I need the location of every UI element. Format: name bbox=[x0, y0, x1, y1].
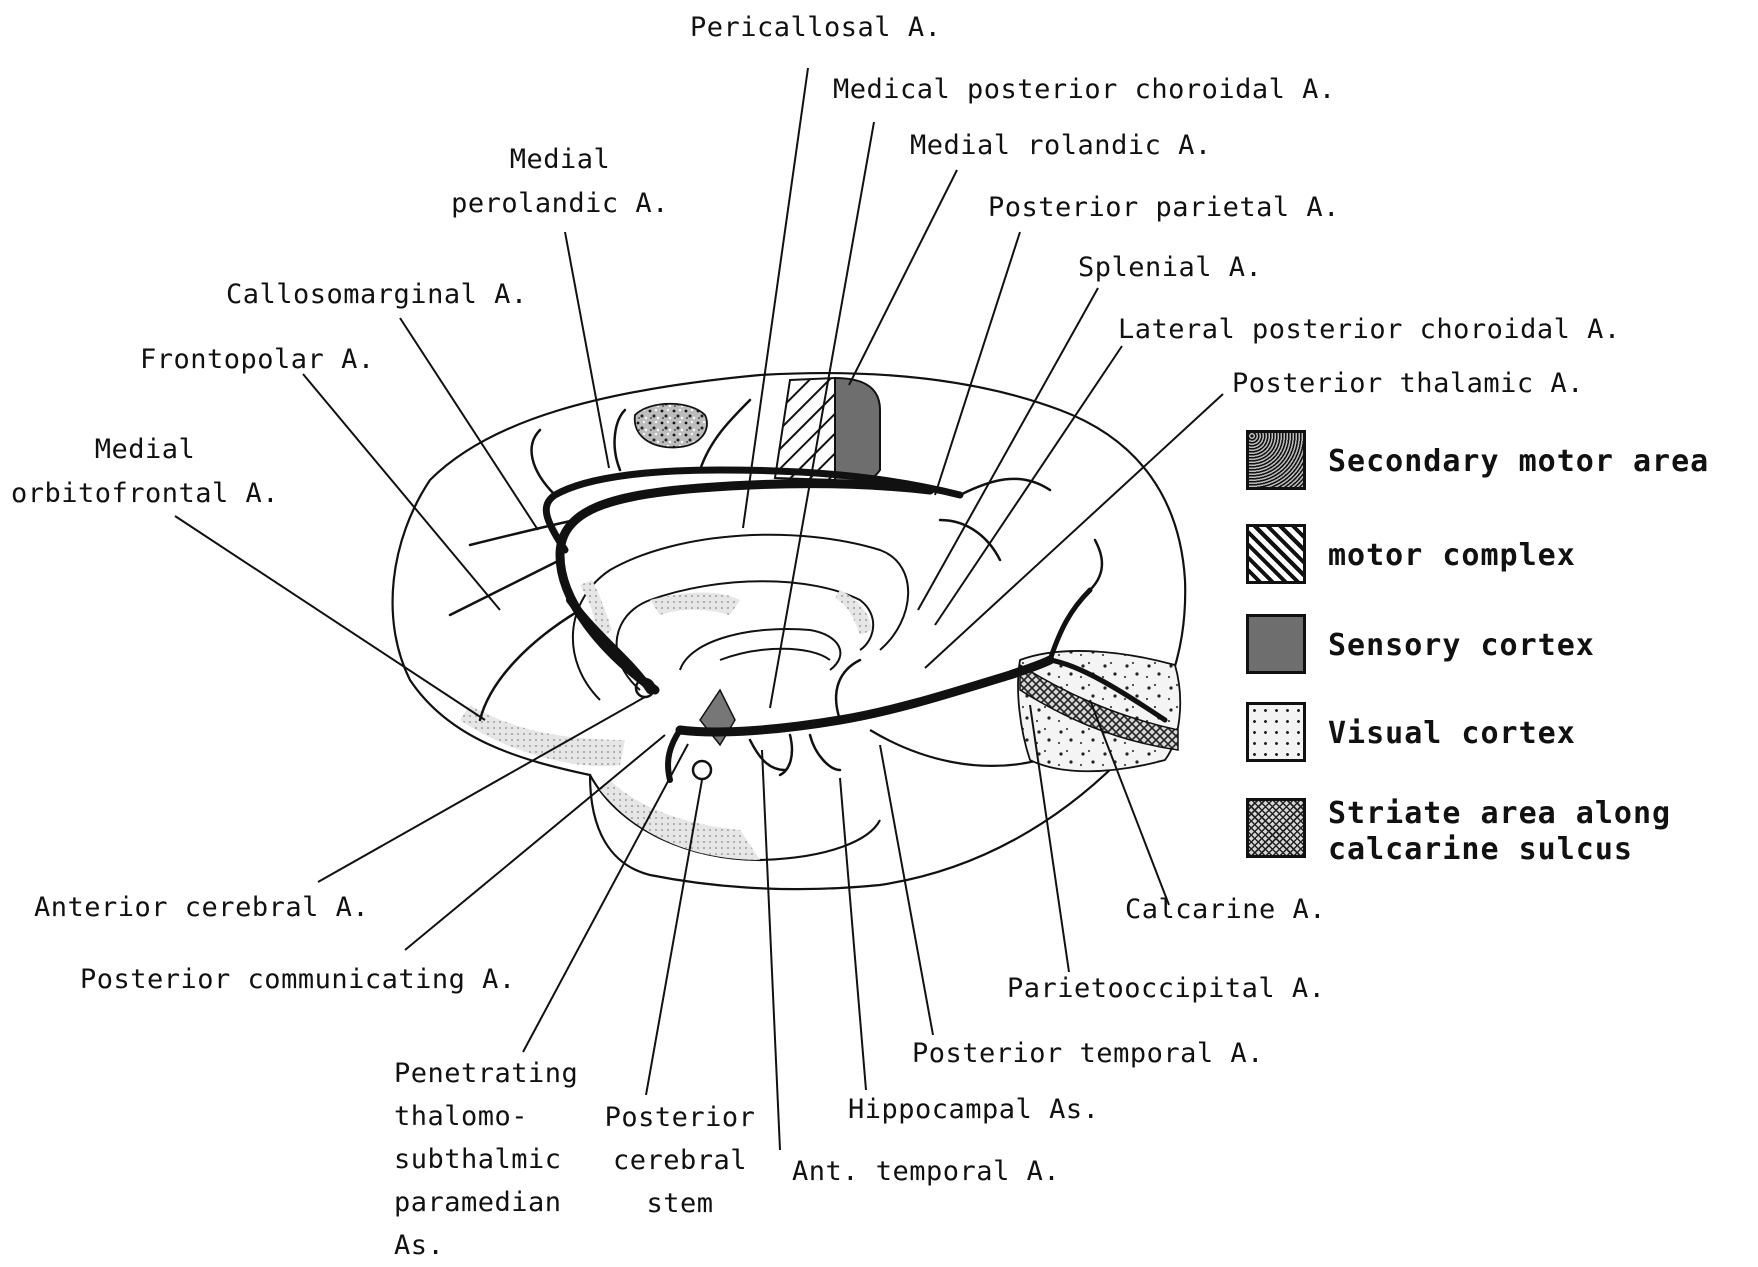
label-calcarine: Calcarine A. bbox=[1125, 888, 1326, 932]
swatch-visual-cortex bbox=[1246, 702, 1306, 762]
label-posterior-cerebral-stem: Posterior cerebral stem bbox=[590, 1096, 770, 1225]
label-callosomarginal: Callosomarginal A. bbox=[226, 273, 528, 317]
swatch-secondary-motor bbox=[1246, 430, 1306, 490]
label-frontopolar: Frontopolar A. bbox=[140, 338, 375, 382]
label-splenial: Splenial A. bbox=[1078, 246, 1262, 290]
label-posterior-temporal: Posterior temporal A. bbox=[912, 1032, 1264, 1076]
legend-motor-complex-line-1: motor complex bbox=[1328, 538, 1576, 574]
label-medial-perolandic-line-2: perolandic A. bbox=[440, 182, 680, 226]
legend-striate-line-2: calcarine sulcus bbox=[1328, 832, 1671, 868]
lower-shading bbox=[460, 705, 625, 766]
legend-text-motor-complex: motor complex bbox=[1328, 538, 1576, 574]
label-posterior-parietal: Posterior parietal A. bbox=[988, 186, 1340, 230]
label-medial-perolandic-line-1: Medial bbox=[440, 138, 680, 182]
legend-sensory-cortex-line-1: Sensory cortex bbox=[1328, 628, 1595, 664]
label-medial-orbitofrontal: Medial orbitofrontal A. bbox=[10, 428, 280, 516]
label-medial-orbitofrontal-line-2: orbitofrontal A. bbox=[10, 472, 280, 516]
label-anterior-cerebral: Anterior cerebral A. bbox=[34, 886, 369, 930]
label-pc-stem-line-1: Posterior bbox=[590, 1096, 770, 1139]
label-medial-perolandic: Medial perolandic A. bbox=[440, 138, 680, 226]
legend-text-sensory-cortex: Sensory cortex bbox=[1328, 628, 1595, 664]
sensory-cortex-region bbox=[835, 378, 880, 483]
legend-text-striate-area: Striate area along calcarine sulcus bbox=[1328, 796, 1671, 868]
legend-text-secondary-motor: Secondary motor area bbox=[1328, 444, 1709, 480]
label-penetrating-line-2: thalomo- bbox=[394, 1095, 578, 1138]
legend-striate-line-1: Striate area along bbox=[1328, 796, 1671, 832]
label-pc-stem-line-3: stem bbox=[590, 1182, 770, 1225]
swatch-motor-complex bbox=[1246, 524, 1306, 584]
label-penetrating-line-1: Penetrating bbox=[394, 1052, 578, 1095]
swatch-sensory-cortex bbox=[1246, 614, 1306, 674]
label-medial-orbitofrontal-line-1: Medial bbox=[10, 428, 280, 472]
label-ant-temporal: Ant. temporal A. bbox=[792, 1150, 1060, 1194]
label-medial-rolandic: Medial rolandic A. bbox=[910, 124, 1212, 168]
legend-text-visual-cortex: Visual cortex bbox=[1328, 716, 1576, 752]
secondary-motor-region bbox=[635, 404, 707, 448]
label-pc-stem-line-2: cerebral bbox=[590, 1139, 770, 1182]
legend-secondary-motor-line-1: Secondary motor area bbox=[1328, 444, 1709, 480]
legend-visual-cortex-line-1: Visual cortex bbox=[1328, 716, 1576, 752]
swatch-striate-area bbox=[1246, 798, 1306, 858]
label-lateral-posterior-choroidal: Lateral posterior choroidal A. bbox=[1118, 308, 1621, 352]
label-penetrating-line-3: subthalmic bbox=[394, 1138, 578, 1181]
label-medical-posterior-choroidal: Medical posterior choroidal A. bbox=[833, 68, 1336, 112]
label-parietooccipital: Parietooccipital A. bbox=[1007, 967, 1325, 1011]
label-pericallosal: Pericallosal A. bbox=[690, 6, 941, 50]
label-penetrating-paramedian: Penetrating thalomo- subthalmic paramedi… bbox=[394, 1052, 578, 1267]
label-posterior-communicating: Posterior communicating A. bbox=[80, 958, 516, 1002]
label-posterior-thalamic: Posterior thalamic A. bbox=[1232, 362, 1584, 406]
label-hippocampal: Hippocampal As. bbox=[848, 1088, 1099, 1132]
label-penetrating-line-4: paramedian bbox=[394, 1181, 578, 1224]
